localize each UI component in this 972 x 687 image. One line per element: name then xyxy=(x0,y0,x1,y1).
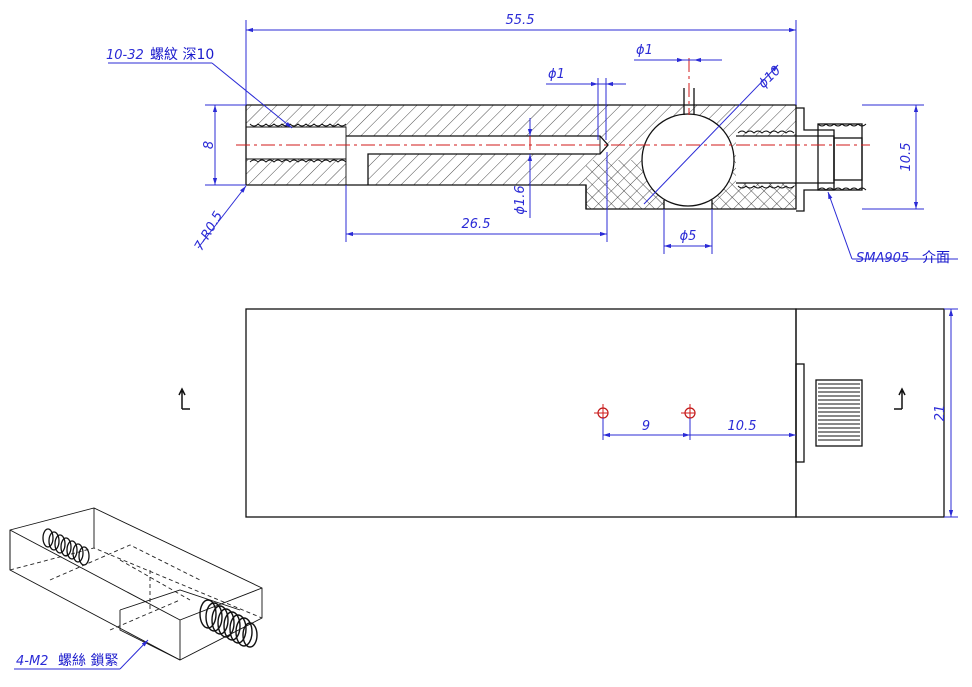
section-view xyxy=(236,58,927,215)
dim-spacing-10-5: 10.5 xyxy=(728,419,757,434)
note-thread-depth: 螺紋 深10 xyxy=(150,47,214,63)
dim-overall-length: 55.5 xyxy=(506,13,535,28)
spring-right xyxy=(199,599,258,648)
note-sma-interface: 介面 xyxy=(922,250,950,266)
dim-height-8: 8 xyxy=(202,141,217,149)
section-arrow-right xyxy=(894,387,906,410)
note-radius: 7-R0.5 xyxy=(192,209,226,253)
ball-cavity xyxy=(642,114,734,206)
note-screws: 4-M2 xyxy=(16,654,48,669)
dim-length-26-5: 26.5 xyxy=(462,217,491,232)
dim-spacing-9: 9 xyxy=(642,419,650,434)
note-sma: SMA905 xyxy=(856,251,909,266)
spring-left xyxy=(42,528,90,566)
section-arrow-left xyxy=(178,387,190,410)
threaded-bore xyxy=(246,127,346,159)
dim-phi1-left: ϕ1 xyxy=(548,67,565,82)
dim-phi10: ϕ10 xyxy=(756,63,784,91)
isometric-view: 4-M2 螺絲 鎖緊 xyxy=(9,507,263,670)
dim-width-21: 21 xyxy=(933,405,948,422)
dim-phi1-right: ϕ1 xyxy=(636,43,653,58)
top-view-dimensions: 9 10.5 21 xyxy=(602,308,958,518)
note-screws-lock: 螺絲 鎖緊 xyxy=(58,653,118,669)
top-view xyxy=(178,308,945,518)
dim-phi5: ϕ5 xyxy=(680,229,697,244)
section-dimensions: 55.5 10-32 螺紋 深10 ϕ1 ϕ1 ϕ10 8 7-R0.5 xyxy=(106,13,958,266)
dim-phi1-6: ϕ1.6 xyxy=(513,185,528,214)
dim-height-10-5: 10.5 xyxy=(899,143,914,172)
note-thread-size: 10-32 xyxy=(106,48,144,63)
thread-lines xyxy=(818,383,860,441)
through-bore xyxy=(346,136,608,185)
